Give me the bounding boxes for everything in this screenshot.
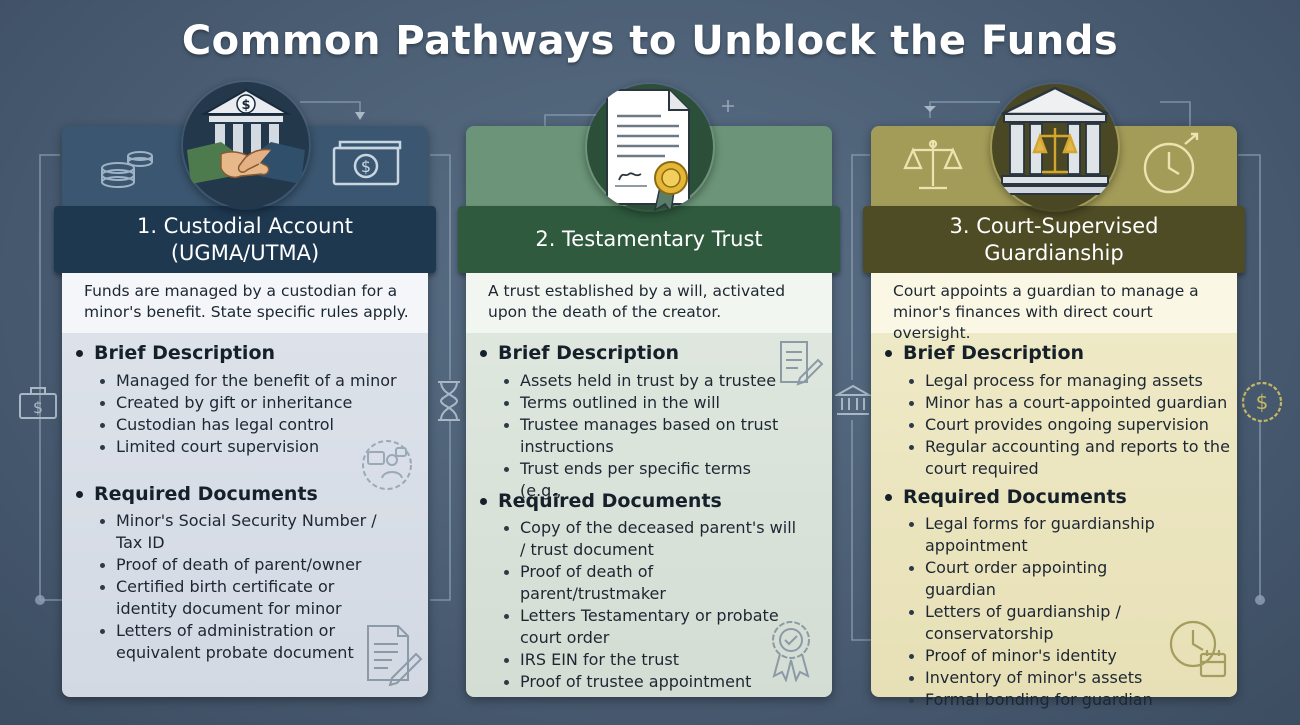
coin-stack-icon xyxy=(101,151,153,188)
bullet-dot xyxy=(76,490,83,498)
custodial-account-card: $ 1. Custodial Account (UGMA/UTMA) Funds… xyxy=(54,126,436,697)
list-item: Trust ends per specific terms (e.g., xyxy=(504,458,782,502)
award-seal-icon xyxy=(772,621,810,682)
description-list: Managed for the benefit of a minor Creat… xyxy=(100,370,420,458)
document-pen-icon xyxy=(780,341,824,386)
bullet-dot xyxy=(885,493,892,501)
list-item: Court provides ongoing supervision xyxy=(909,414,1231,436)
svg-text:$: $ xyxy=(1256,390,1269,414)
list-item: Created by gift or inheritance xyxy=(100,392,420,414)
list-item: Proof of death of parent/owner xyxy=(100,554,390,576)
svg-text:$: $ xyxy=(241,98,250,113)
certificate-document-icon xyxy=(587,84,713,212)
list-item: Managed for the benefit of a minor xyxy=(100,370,420,392)
card-heading: 3. Court-Supervised Guardianship xyxy=(863,206,1245,273)
people-network-icon xyxy=(362,440,412,490)
bullet-dot xyxy=(480,349,487,357)
list-item: Minor's Social Security Number / Tax ID xyxy=(100,510,390,554)
bullet-dot xyxy=(885,349,892,357)
list-item: Legal process for managing assets xyxy=(909,370,1231,392)
list-item: Regular accounting and reports to the co… xyxy=(909,436,1231,480)
bullet-dot xyxy=(76,349,83,357)
card-heading: 2. Testamentary Trust xyxy=(458,206,840,273)
document-pen-icon xyxy=(367,625,423,686)
hourglass-icon xyxy=(438,381,460,421)
list-item: Copy of the deceased parent's will / tru… xyxy=(504,517,804,561)
list-item: Assets held in trust by a trustee xyxy=(504,370,782,392)
description-title: Brief Description xyxy=(76,342,275,364)
list-item: Proof of death of parent/trustmaker xyxy=(504,561,804,605)
list-item: Minor has a court-appointed guardian xyxy=(909,392,1231,414)
list-item: Trustee manages based on trust instructi… xyxy=(504,414,782,458)
svg-text:$: $ xyxy=(361,157,371,176)
list-item: Proof of minor's identity xyxy=(909,645,1171,667)
description-title: Brief Description xyxy=(480,342,679,364)
list-item: Inventory of minor's assets xyxy=(909,667,1171,689)
description-title: Brief Description xyxy=(885,342,1084,364)
documents-title: Required Documents xyxy=(76,483,318,505)
guardianship-card: 3. Court-Supervised Guardianship Court a… xyxy=(863,126,1245,709)
list-item: IRS EIN for the trust xyxy=(504,649,804,671)
documents-list: Copy of the deceased parent's will / tru… xyxy=(504,517,804,693)
documents-title: Required Documents xyxy=(480,490,722,512)
courthouse-scales-icon xyxy=(992,84,1118,210)
documents-list: Legal forms for guardianship appointment… xyxy=(909,513,1171,711)
list-item: Letters of guardianship / conservatorshi… xyxy=(909,601,1171,645)
money-bag-icon: $ xyxy=(19,387,57,419)
card-summary: Funds are managed by a custodian for a m… xyxy=(62,273,428,333)
list-item: Letters Testamentary or probate court or… xyxy=(504,605,804,649)
card-summary: Court appoints a guardian to manage a mi… xyxy=(871,273,1237,342)
list-item: Legal forms for guardianship appointment xyxy=(909,513,1171,557)
clock-calendar-icon xyxy=(1169,620,1227,678)
description-list: Legal process for managing assets Minor … xyxy=(909,370,1231,480)
testamentary-trust-card: 2. Testamentary Trust A trust establishe… xyxy=(458,126,840,697)
clock-icon xyxy=(1143,132,1199,194)
list-item: Certified birth certificate or identity … xyxy=(100,576,390,620)
list-item: Formal bonding for guardian xyxy=(909,689,1171,711)
list-item: Letters of administration or equivalent … xyxy=(100,620,390,664)
bank-handshake-icon: $ xyxy=(183,82,309,208)
list-item: Court order appointing guardian xyxy=(909,557,1171,601)
balance-scale-icon xyxy=(903,139,963,190)
card-heading: 1. Custodial Account (UGMA/UTMA) xyxy=(54,206,436,273)
list-item: Limited court supervision xyxy=(100,436,420,458)
list-item: Proof of trustee appointment xyxy=(504,671,804,693)
list-item: Terms outlined in the will xyxy=(504,392,782,414)
svg-text:$: $ xyxy=(33,398,43,417)
page-title: Common Pathways to Unblock the Funds xyxy=(181,18,1119,64)
card-summary: A trust established by a will, activated… xyxy=(466,273,832,333)
bullet-dot xyxy=(480,497,487,505)
dollar-clock-icon: $ xyxy=(1241,381,1283,423)
dollar-bill-icon: $ xyxy=(332,140,402,186)
bank-icon xyxy=(835,384,871,415)
list-item: Custodian has legal control xyxy=(100,414,420,436)
documents-list: Minor's Social Security Number / Tax ID … xyxy=(100,510,390,664)
documents-title: Required Documents xyxy=(885,486,1127,508)
description-list: Assets held in trust by a trustee Terms … xyxy=(504,370,782,502)
